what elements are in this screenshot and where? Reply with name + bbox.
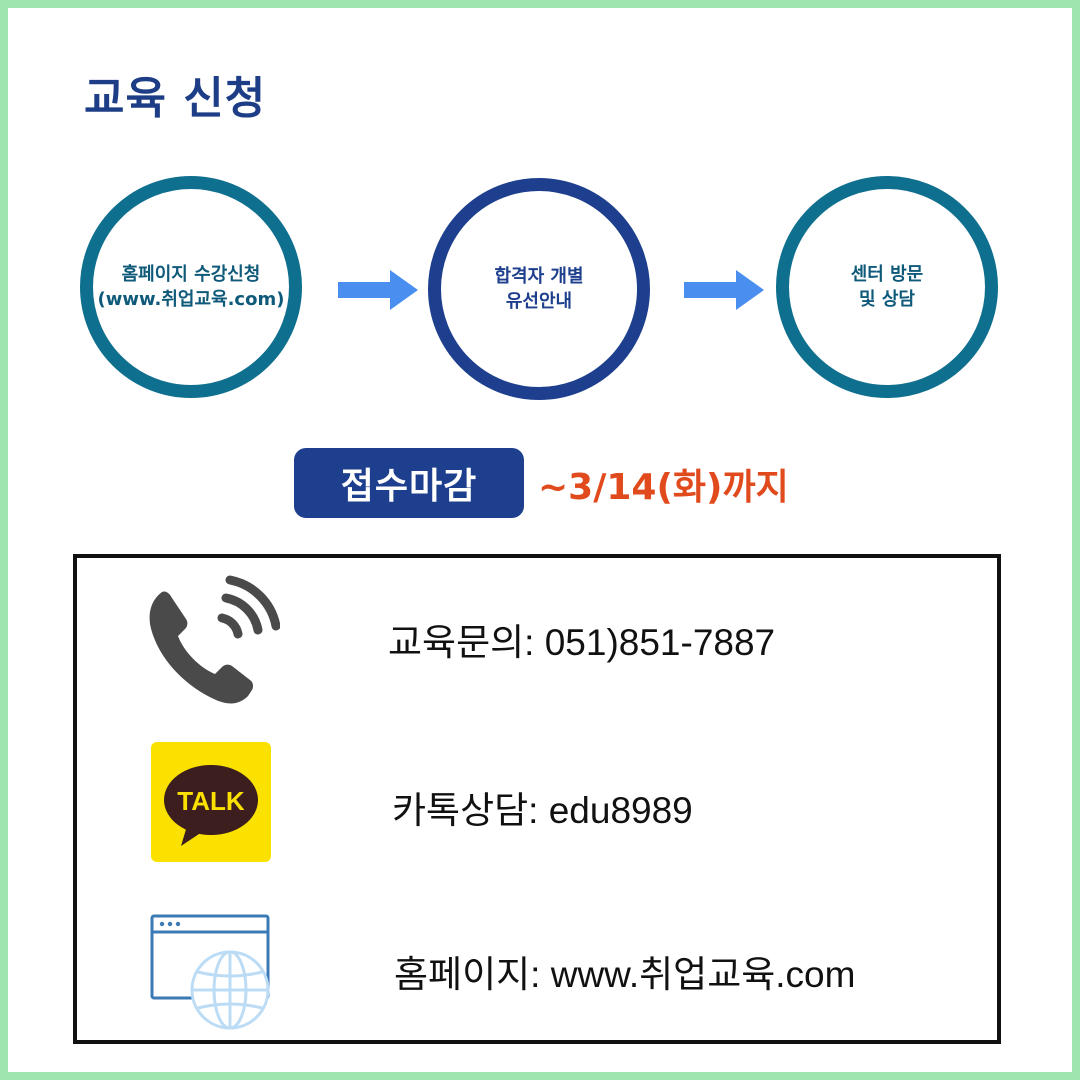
step-label: 합격자 개별: [494, 266, 584, 287]
step-label: (www.취업교육.com): [97, 289, 285, 310]
step-label: 센터 방문: [850, 264, 924, 285]
arrow-right-icon: [684, 270, 764, 310]
deadline-date: ~3/14(화)까지: [538, 467, 789, 508]
phone-icon: [149, 575, 280, 704]
page-title: 교육 신청: [84, 73, 267, 124]
step-individual-notice: 합격자 개별 유선안내: [428, 178, 650, 400]
kakaotalk-icon: TALK: [151, 742, 271, 862]
arrow-right-icon: [338, 270, 418, 310]
step-center-visit: 센터 방문 및 상담: [776, 176, 998, 398]
step-homepage-signup: 홈페이지 수강신청 (www.취업교육.com): [80, 176, 302, 398]
phone-contact-text: 교육문의: 051)851-7887: [388, 622, 776, 663]
homepage-contact-text: 홈페이지: www.취업교육.com: [394, 954, 856, 995]
kakaotalk-contact-text: 카톡상담: edu8989: [392, 790, 693, 831]
step-label: 및 상담: [859, 289, 915, 310]
kakaotalk-icon-label: TALK: [177, 786, 245, 816]
step-label: 홈페이지 수강신청: [121, 264, 261, 285]
step-label: 유선안내: [505, 291, 573, 312]
deadline-badge: 접수마감: [294, 448, 524, 518]
browser-globe-icon: [150, 914, 270, 1030]
